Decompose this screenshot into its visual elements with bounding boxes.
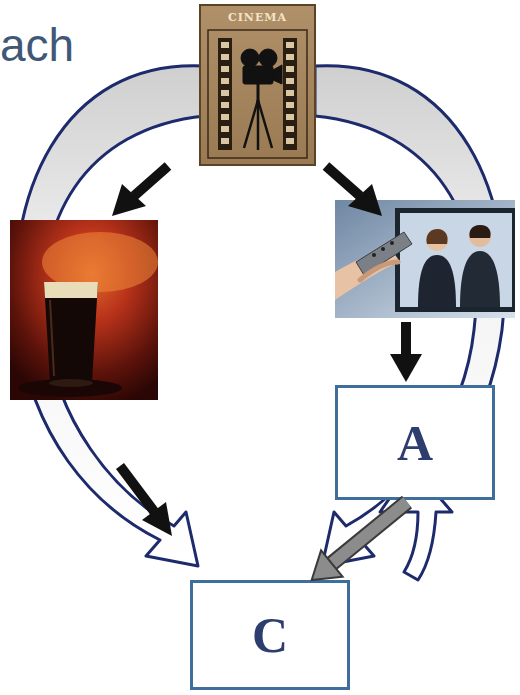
pint-photo bbox=[10, 220, 158, 400]
black-arrow bbox=[112, 166, 168, 216]
grey-arrow bbox=[312, 502, 407, 580]
poster-title: CINEMA bbox=[210, 12, 305, 23]
cinema-poster bbox=[200, 5, 315, 165]
box-letter: A bbox=[397, 418, 433, 468]
black-arrow bbox=[326, 166, 382, 216]
black-arrow bbox=[120, 466, 172, 536]
black-arrow bbox=[390, 322, 422, 382]
label-box: C bbox=[190, 580, 350, 690]
box-letter: C bbox=[252, 610, 288, 660]
label-box: A bbox=[335, 385, 495, 500]
title-text: ach bbox=[0, 22, 74, 68]
tv-photo bbox=[335, 200, 515, 318]
